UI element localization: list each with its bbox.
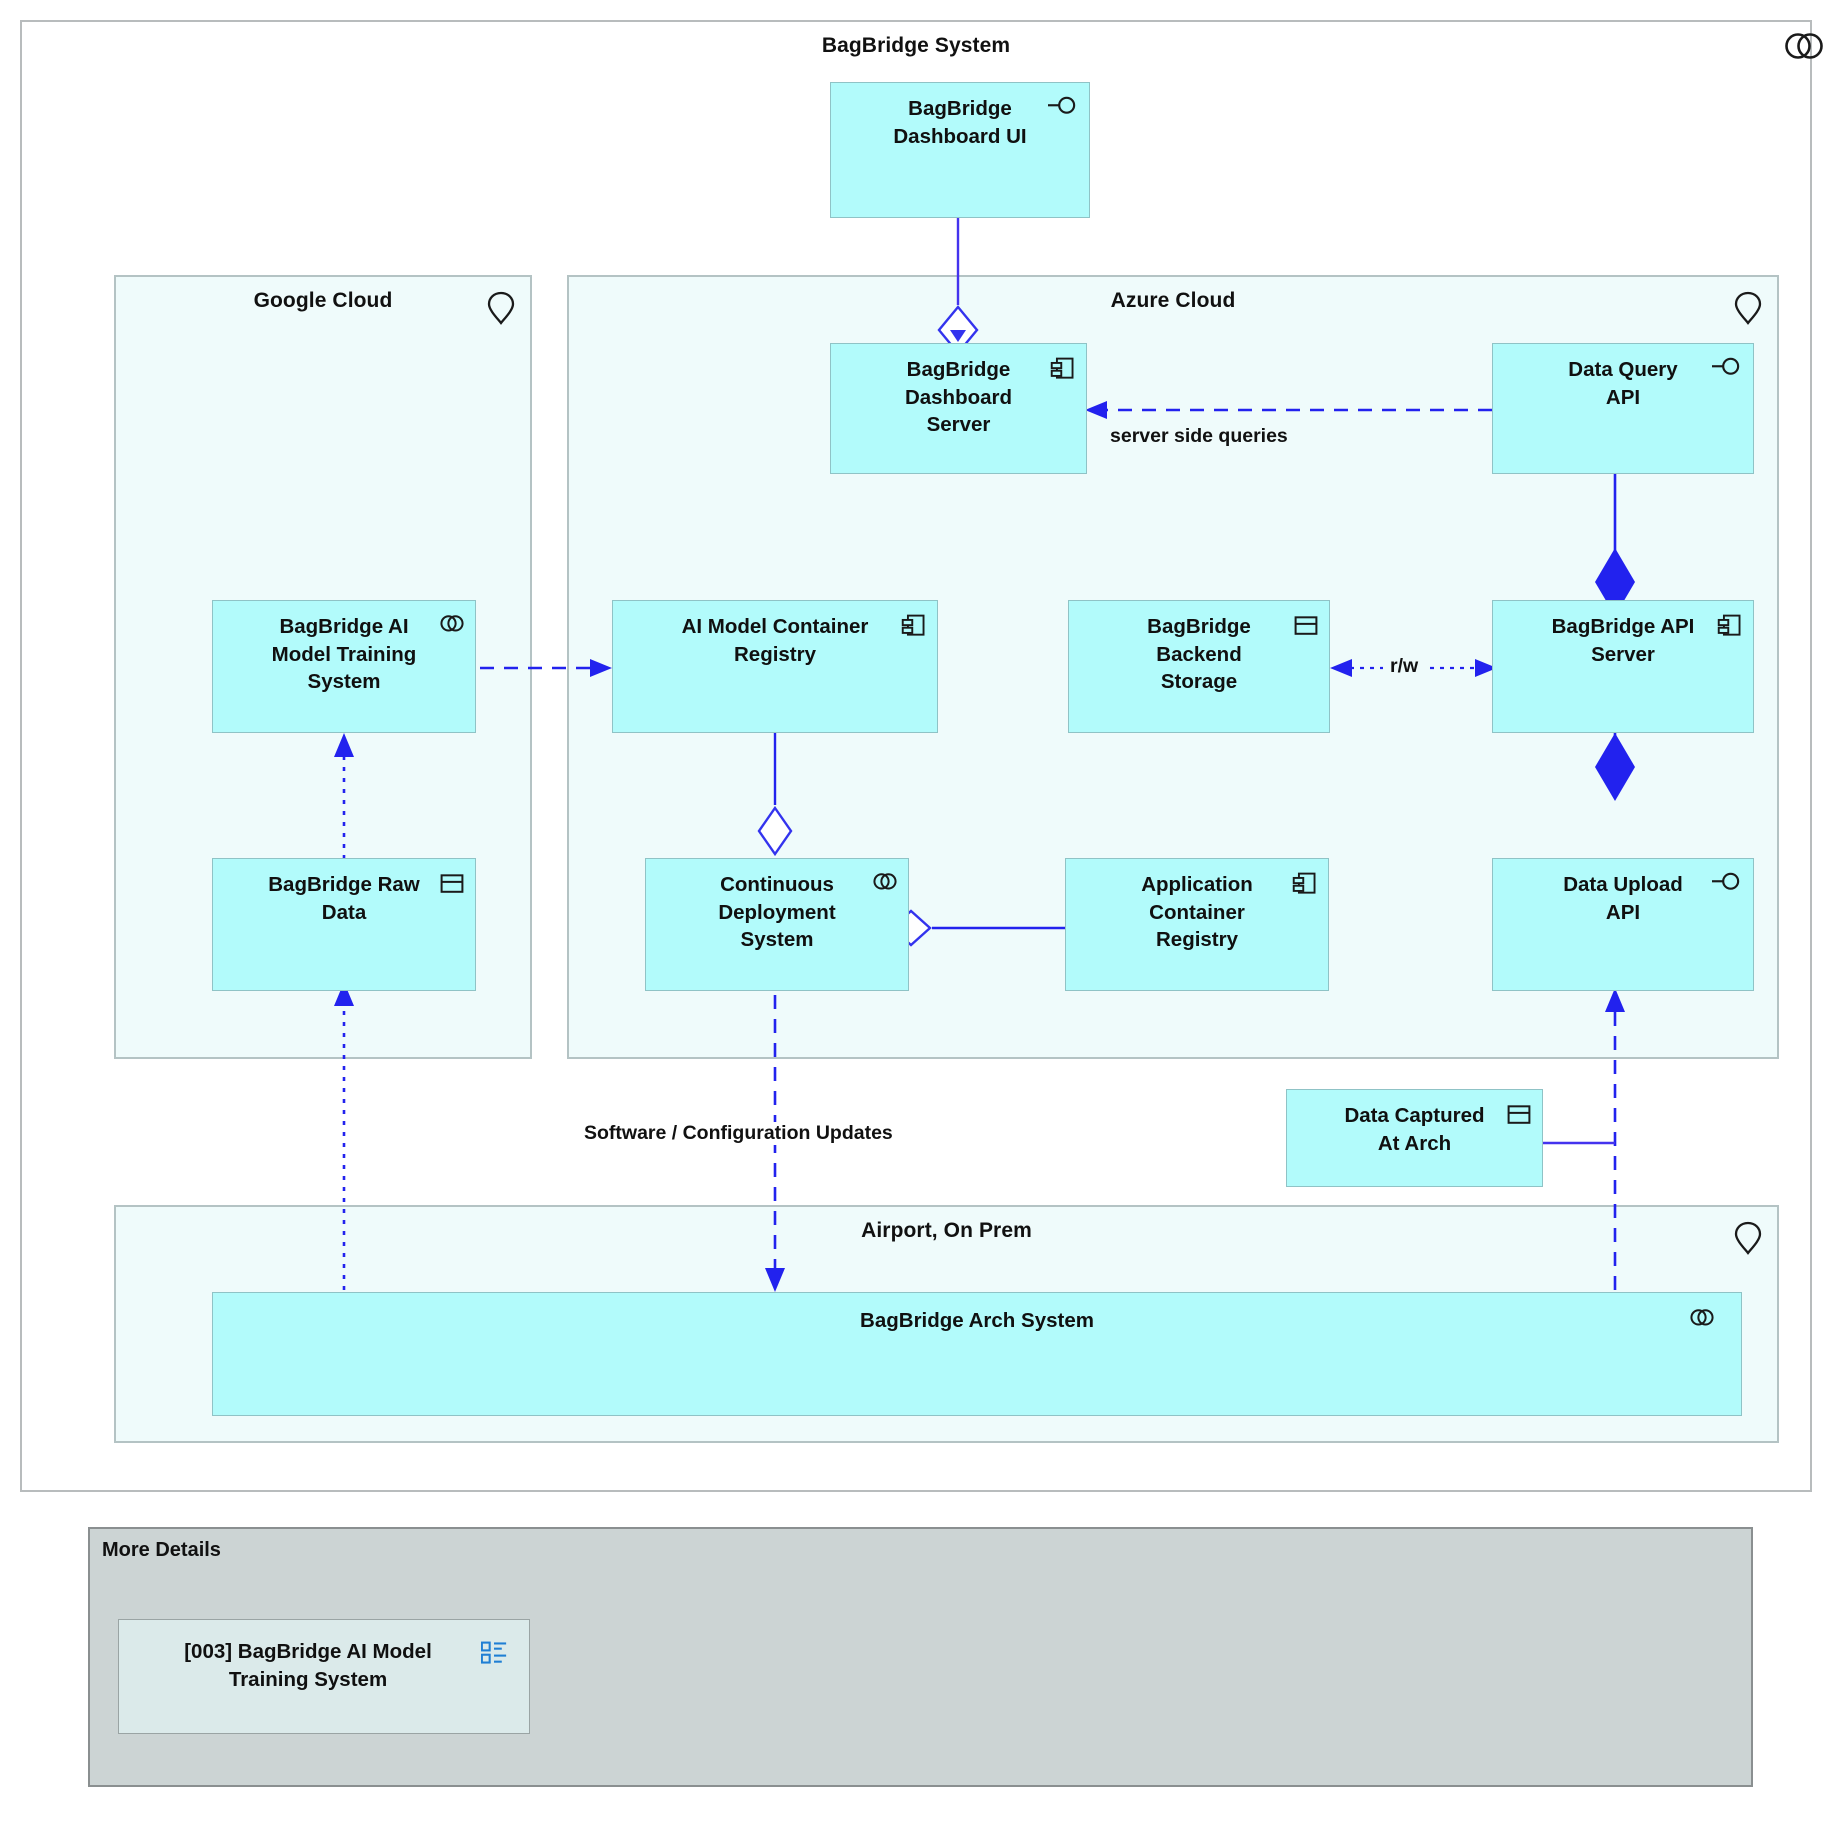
page-title: BagBridge System (821, 34, 1011, 57)
node-label: Data Upload API (1563, 873, 1683, 924)
more-details-panel[interactable]: More Details [003] BagBridge AI Model Tr… (88, 1527, 1753, 1787)
node-label: BagBridge Dashboard Server (904, 358, 1013, 437)
region-airport-on-prem-label: Airport, On Prem (861, 1219, 1032, 1242)
detail-card-003[interactable]: [003] BagBridge AI Model Training System (118, 1619, 530, 1734)
node-application-container-registry[interactable]: Application Container Registry (1065, 858, 1329, 991)
node-label: BagBridge AI Model Training System (271, 615, 417, 694)
node-label: Continuous Deployment System (718, 873, 836, 952)
edge-label-server-side-queries: server side queries (1110, 425, 1288, 447)
node-label: BagBridge Dashboard UI (893, 97, 1027, 148)
location-pin-icon (487, 291, 515, 325)
node-continuous-deployment-system[interactable]: Continuous Deployment System (645, 858, 909, 991)
list-properties-icon (481, 1641, 507, 1664)
node-label: BagBridge Backend Storage (1147, 615, 1251, 694)
region-google-cloud-label: Google Cloud (253, 289, 393, 312)
node-label: Data Query API (1568, 358, 1678, 409)
node-bagbridge-dashboard-server[interactable]: BagBridge Dashboard Server (830, 343, 1087, 474)
node-bagbridge-arch-system[interactable]: BagBridge Arch System (212, 1292, 1742, 1416)
node-data-query-api[interactable]: Data Query API (1492, 343, 1754, 474)
node-label: Data Captured At Arch (1344, 1104, 1485, 1155)
node-data-upload-api[interactable]: Data Upload API (1492, 858, 1754, 991)
location-pin-icon (1734, 1221, 1762, 1255)
node-label: BagBridge Raw Data (268, 873, 420, 924)
node-data-captured-at-arch[interactable]: Data Captured At Arch (1286, 1089, 1543, 1187)
edge-label-software-configuration-updates: Software / Configuration Updates (578, 1122, 899, 1145)
node-bagbridge-dashboard-ui[interactable]: BagBridge Dashboard UI (830, 82, 1090, 218)
node-ai-model-container-registry[interactable]: AI Model Container Registry (612, 600, 938, 733)
node-bagbridge-raw-data[interactable]: BagBridge Raw Data (212, 858, 476, 991)
node-label: BagBridge API Server (1551, 615, 1695, 666)
node-label: Application Container Registry (1141, 873, 1253, 952)
region-azure-cloud-label: Azure Cloud (1110, 289, 1236, 312)
node-bagbridge-ai-model-training-system[interactable]: BagBridge AI Model Training System (212, 600, 476, 733)
location-pin-icon (1734, 291, 1762, 325)
edge-label-read-write: r/w (1383, 655, 1426, 678)
node-bagbridge-api-server[interactable]: BagBridge API Server (1492, 600, 1754, 733)
detail-card-label: [003] BagBridge AI Model Training System (184, 1640, 432, 1691)
node-label: AI Model Container Registry (681, 615, 869, 666)
node-label: BagBridge Arch System (860, 1309, 1094, 1332)
more-details-title: More Details (102, 1539, 221, 1561)
node-bagbridge-backend-storage[interactable]: BagBridge Backend Storage (1068, 600, 1330, 733)
